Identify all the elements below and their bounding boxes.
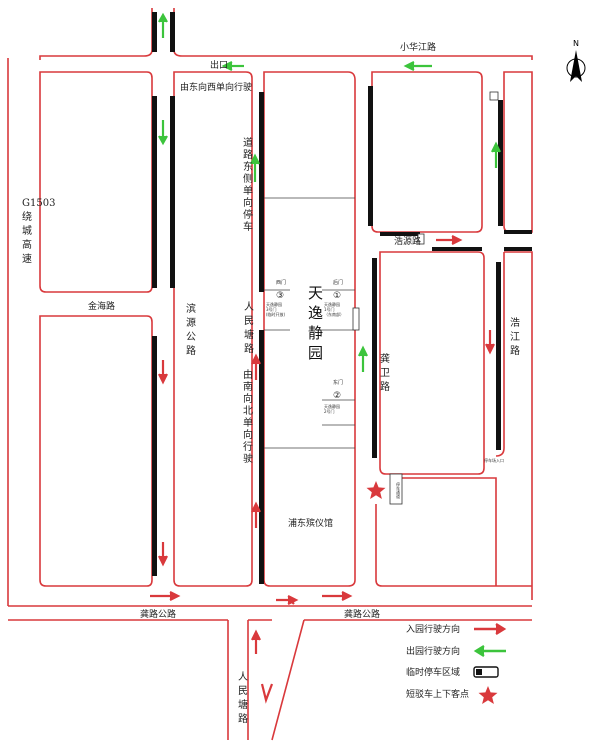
entry-arrow-haoyuan (436, 235, 463, 245)
entry-arrow-renmin-1 (251, 353, 261, 380)
gate1-number: ① (333, 291, 341, 301)
lot-label: 停车场入口 (484, 457, 504, 463)
exit-arrow-top (158, 12, 168, 38)
entry-arrow-binyuan-1 (158, 360, 168, 385)
legend-shuttle-label: 短驳车上下客点 (406, 688, 469, 700)
label-binyuan: 滨源公路 (186, 302, 196, 357)
park-inner-lines (264, 91, 499, 505)
traffic-arrows (150, 12, 501, 704)
gate3-number: ③ (276, 291, 284, 301)
label-gonglu-left: 龚路公路 (140, 608, 176, 620)
gate2-label: 东门 (333, 379, 343, 386)
label-xiaohuajiang: 小华江路 (400, 41, 436, 53)
label-exit-top: 出口 (210, 59, 228, 71)
legend-star-icon (478, 686, 498, 704)
shuttle-star-icon (366, 481, 386, 499)
road-network (7, 8, 533, 741)
label-east-side-parking: 道路东侧单向停车 (243, 136, 253, 233)
exit-arrow-exit-label (221, 61, 244, 71)
legend-out-label: 出园行驶方向 (406, 645, 460, 657)
exit-arrow-right-top (491, 141, 501, 168)
legend-parking-label: 临时停车区域 (406, 666, 460, 678)
label-haojiang: 浩江路 (510, 317, 520, 357)
exit-arrow-binyuan-top (158, 120, 168, 146)
label-gonglu-right: 龚路公路 (344, 608, 380, 620)
legend: 入园行驶方向 出园行驶方向 临时停车区域 短驳车上下客点 (406, 622, 507, 704)
entry-arrow-gonglu-3 (276, 595, 299, 605)
label-renmintang: 人民塘路 (244, 301, 254, 355)
entry-arrow-binyuan-2 (158, 542, 168, 567)
entry-arrow-renmin-2 (251, 501, 261, 528)
label-renmintang-south: 人民塘路 (238, 671, 248, 725)
entry-arrow-gonglu-2 (322, 591, 353, 601)
gate1-label: 后门 (333, 279, 343, 286)
entry-arrow-gonglu-1 (150, 591, 181, 601)
label-funeral: 浦东殡仪馆 (288, 517, 333, 529)
label-haoyuan: 浩源路 (394, 235, 421, 247)
exit-arrow-gongwei (358, 345, 368, 372)
legend-parking-icon (473, 666, 499, 678)
gate2-number: ② (333, 391, 341, 401)
gate3-label: 西门 (276, 279, 286, 286)
north-compass-icon: N (566, 39, 586, 82)
lot2-label: 停车通道 (396, 481, 400, 499)
label-one-way-ew: 由东向西单向行驶 (180, 81, 252, 93)
label-tianyi: 天逸静园 (308, 284, 323, 362)
svg-text:N: N (573, 39, 579, 48)
exit-arrow-renmin-top (250, 153, 260, 182)
entry-arrow-haojiang (485, 330, 495, 355)
label-gongwei: 龚卫路 (380, 353, 390, 393)
entry-arrow-south-2 (260, 683, 274, 704)
legend-in-label: 入园行驶方向 (406, 623, 460, 635)
label-jinhai: 金海路 (88, 300, 115, 312)
legend-in-arrow-icon (474, 622, 507, 636)
exit-arrow-xiaohuajiang (403, 61, 432, 71)
label-one-way-sn: 由南向北单向行驶 (243, 368, 253, 465)
entry-arrow-south-1 (251, 629, 261, 654)
parking-areas (152, 12, 532, 584)
legend-out-arrow-icon (473, 644, 506, 658)
